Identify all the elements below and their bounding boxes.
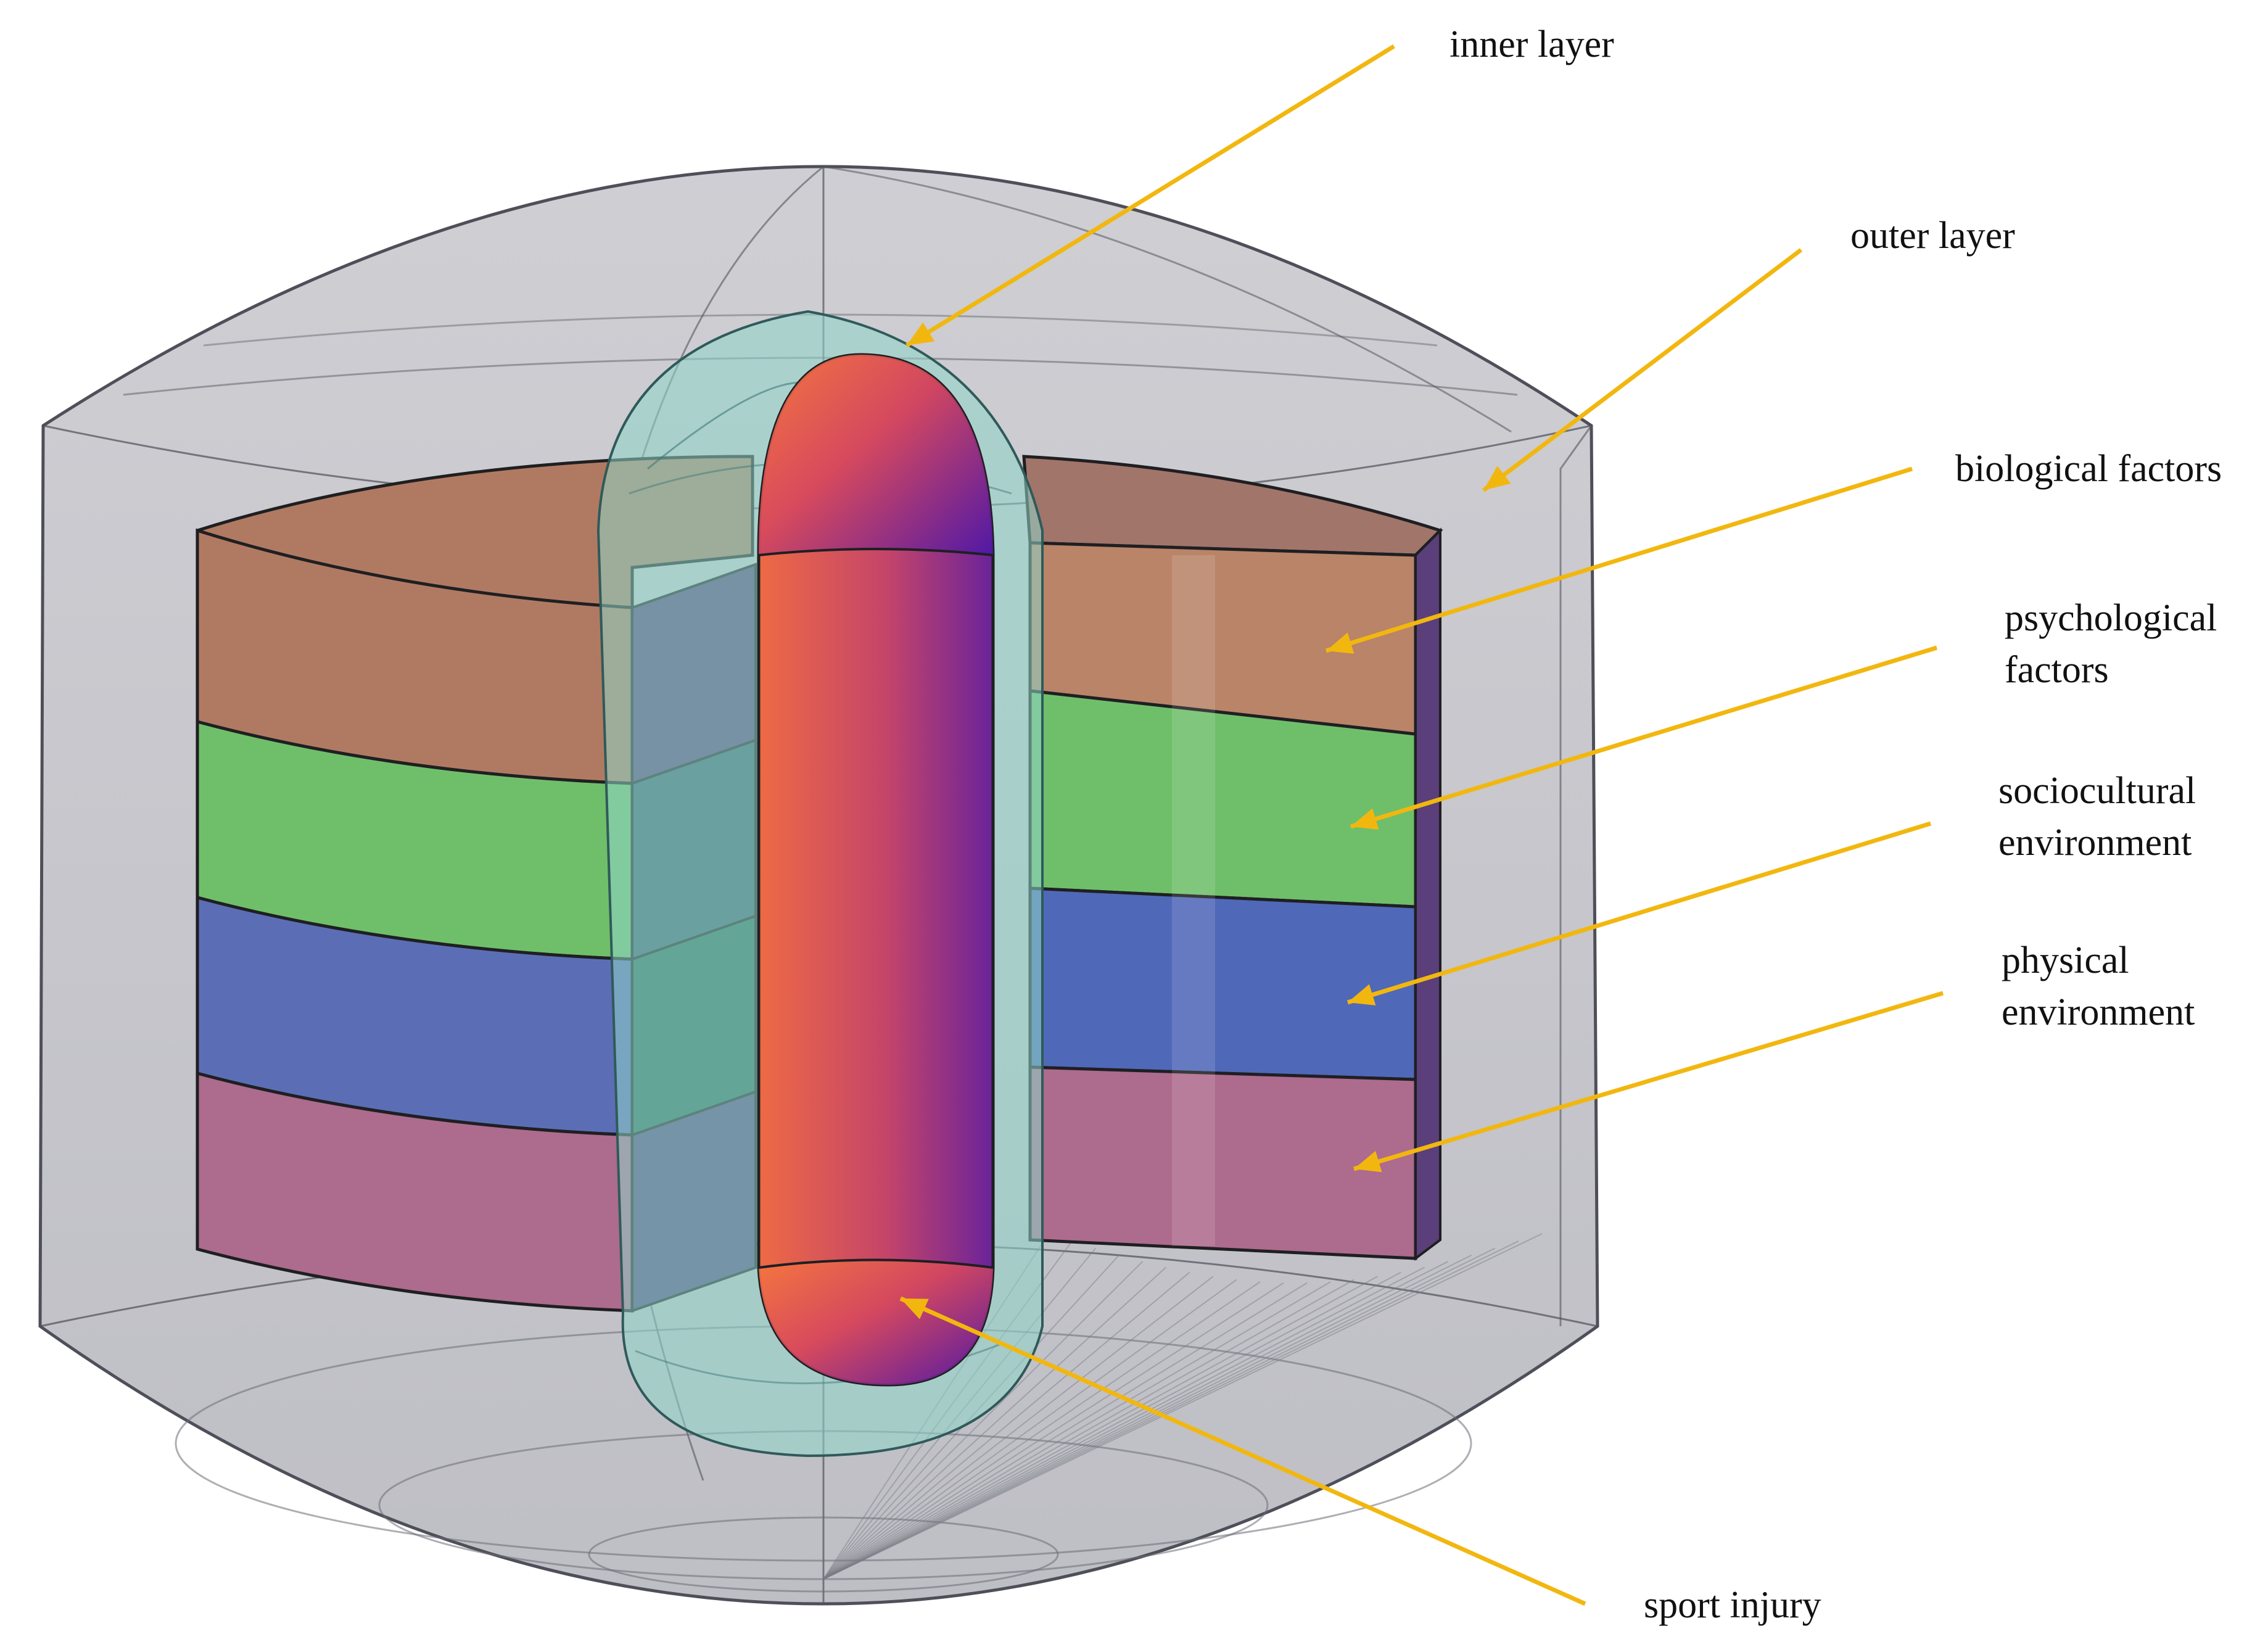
fan-line	[823, 1276, 1378, 1580]
fan-line	[823, 1279, 1355, 1580]
label-physical-environment: physical environment	[2002, 935, 2195, 1038]
fan-line	[823, 1282, 1284, 1580]
fan-line	[823, 1281, 1331, 1580]
fan-line	[823, 1266, 1167, 1580]
arrow-sport-injury-shaft	[899, 1296, 1586, 1606]
arrow-sociocultural-head	[1348, 984, 1376, 1005]
arrow-psychological-shaft	[1350, 645, 1938, 829]
label-outer-layer-text: outer layer	[1850, 215, 2015, 257]
label-outer-layer: outer layer	[1850, 210, 2015, 262]
arrow-biological-shaft	[1325, 466, 1913, 653]
arrow-inner-layer	[905, 44, 1395, 347]
label-sociocultural-environment: sociocultural environment	[1998, 765, 2196, 869]
fan-line	[823, 1254, 1472, 1580]
label-sociocultural-line-1: sociocultural	[1998, 770, 2196, 812]
fan-line	[823, 1271, 1401, 1580]
label-biological-text: biological factors	[1955, 448, 2222, 490]
label-biological-factors: biological factors	[1955, 443, 2222, 495]
outer-layer-bottom-fan	[823, 1233, 1543, 1580]
label-sport-injury: sport injury	[1644, 1579, 1821, 1631]
right-sociocultural-band	[1028, 886, 1417, 1081]
fan-line	[823, 1282, 1308, 1580]
fan-line	[823, 1233, 1543, 1580]
arrow-sociocultural	[1346, 821, 1932, 1005]
annotation-arrows	[899, 44, 1944, 1606]
fan-line	[823, 1261, 1449, 1580]
sport-injury-core	[757, 353, 995, 1387]
fan-line	[823, 1261, 1144, 1580]
arrow-inner-layer-head	[907, 322, 935, 345]
fan-line	[823, 1276, 1214, 1580]
label-psychological-line-1: psychological	[2005, 597, 2217, 639]
arrow-biological-head	[1326, 632, 1355, 654]
label-psychological-factors: psychological factors	[2005, 592, 2217, 696]
arrow-sociocultural-shaft	[1346, 821, 1932, 1005]
fan-line	[823, 1281, 1261, 1580]
label-inner-layer-text: inner layer	[1449, 23, 1614, 65]
arrow-inner-layer-shaft	[905, 44, 1395, 347]
right-physical-band	[1028, 1065, 1417, 1260]
arrow-physical-shaft	[1353, 991, 1944, 1171]
arrow-physical-head	[1354, 1150, 1382, 1173]
label-inner-layer: inner layer	[1449, 19, 1614, 70]
arrow-physical	[1353, 991, 1944, 1173]
arrow-psychological-head	[1351, 808, 1379, 830]
arrow-biological	[1325, 466, 1913, 654]
fan-line	[823, 1271, 1190, 1580]
right-factor-stack	[1022, 455, 1443, 1261]
fan-line	[823, 1240, 1519, 1580]
label-physical-line-1: physical	[2002, 939, 2129, 981]
label-psychological-line-2: factors	[2005, 649, 2109, 691]
arrow-outer-layer	[1482, 248, 1803, 492]
label-sociocultural-line-2: environment	[1998, 822, 2192, 864]
arrow-psychological	[1350, 645, 1938, 830]
fan-line	[823, 1279, 1237, 1580]
arrow-outer-layer-shaft	[1482, 248, 1803, 492]
fan-line	[823, 1266, 1425, 1580]
label-physical-line-2: environment	[2002, 991, 2195, 1033]
label-sport-injury-text: sport injury	[1644, 1584, 1821, 1626]
arrow-sport-injury-head	[901, 1298, 929, 1319]
arrow-outer-layer-head	[1483, 466, 1511, 490]
arrow-sport-injury	[899, 1296, 1586, 1606]
